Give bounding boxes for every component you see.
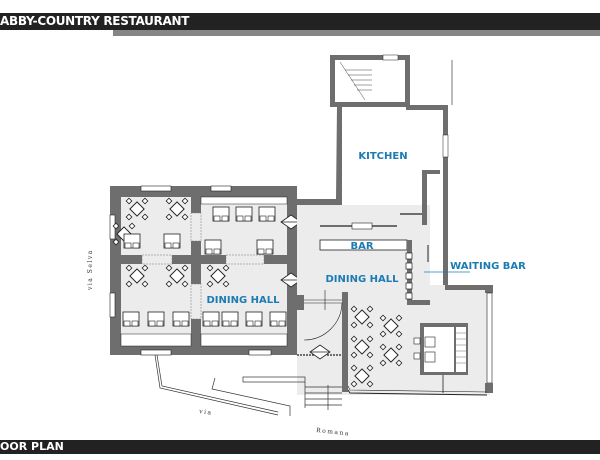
waiting-bar-label: WAITING BAR bbox=[450, 261, 526, 272]
table-4-seat bbox=[125, 197, 149, 221]
table-4-seat bbox=[125, 264, 149, 288]
dining-hall-center-label: DINING HALL bbox=[325, 274, 399, 285]
booth-table bbox=[235, 206, 253, 222]
booth-table bbox=[172, 311, 190, 327]
booth-table bbox=[122, 311, 140, 327]
booth-table bbox=[147, 311, 165, 327]
table-4-seat bbox=[350, 364, 374, 388]
table-4-seat bbox=[379, 314, 403, 338]
table-4-seat bbox=[350, 305, 374, 329]
table-4-seat bbox=[379, 343, 403, 367]
dining-hall-left-label: DINING HALL bbox=[206, 295, 280, 306]
main-building bbox=[297, 54, 493, 396]
booth-table bbox=[123, 233, 141, 249]
table-4-seat bbox=[350, 335, 374, 359]
booth-table bbox=[221, 311, 239, 327]
table-4-seat bbox=[206, 264, 230, 288]
header-accent-strip bbox=[113, 30, 600, 36]
booth-table bbox=[258, 206, 276, 222]
booth-table bbox=[269, 311, 287, 327]
street-via-selva: via Selva bbox=[87, 249, 94, 291]
table-4-seat bbox=[165, 264, 189, 288]
booth-table bbox=[256, 239, 274, 255]
kitchen-label: KITCHEN bbox=[358, 151, 407, 162]
header-title: ABBY-COUNTRY RESTAURANT bbox=[0, 14, 190, 28]
footer-bar: OOR PLAN bbox=[0, 440, 600, 454]
booth-table bbox=[202, 311, 220, 327]
exterior-ramp bbox=[154, 354, 342, 416]
footer-title: OOR PLAN bbox=[0, 440, 64, 453]
bar-label: BAR bbox=[350, 241, 373, 252]
street-via: via bbox=[198, 408, 213, 417]
street-romana: Romana bbox=[316, 427, 350, 437]
table-4-seat bbox=[165, 197, 189, 221]
booth-table bbox=[245, 311, 263, 327]
booth-table bbox=[163, 233, 181, 249]
booth-table bbox=[204, 239, 222, 255]
booth-table bbox=[212, 206, 230, 222]
header-bar: ABBY-COUNTRY RESTAURANT bbox=[0, 13, 600, 30]
